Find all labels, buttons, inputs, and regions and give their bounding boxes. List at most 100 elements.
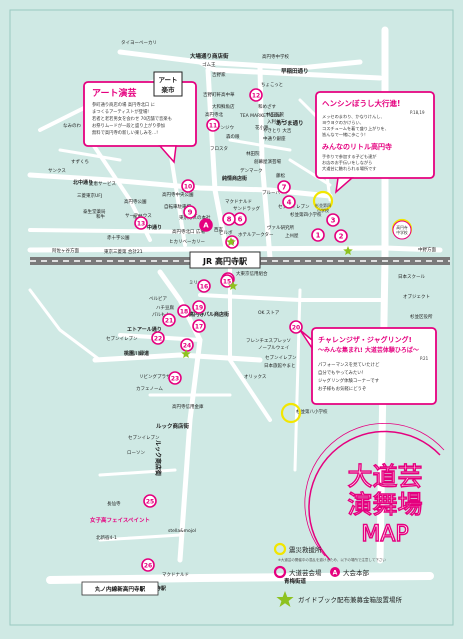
place-label: 阿佐ヶ谷方面 (52, 247, 79, 254)
venue-number: 8 (227, 216, 232, 224)
guide-star-icon (181, 349, 191, 358)
place-label: 和めざす (258, 103, 276, 110)
place-label: すずくち (71, 158, 89, 165)
legend-guide-label: ガイドブック配布兼募金箱設置場所 (298, 595, 403, 604)
venue-marker[interactable]: 3 (326, 213, 340, 227)
place-label: 高円寺中学校 (262, 53, 289, 60)
place-label: ノーブルウェイ (258, 344, 289, 351)
school-badge-north: 杉並第四 小学校 (315, 202, 331, 213)
venue-circle (289, 320, 303, 334)
venue-marker[interactable]: 7 (277, 180, 291, 194)
place-label: ホテルアークター (238, 231, 274, 238)
venue-number: 1 (316, 232, 321, 240)
place-label: 日本旅館やまと (264, 362, 296, 369)
venue-marker[interactable]: 24 (180, 338, 194, 352)
legend-hq-label: 大会本部 (343, 568, 370, 577)
place-label: デンマーク (240, 167, 263, 174)
venue-number: 19 (195, 305, 203, 312)
svg-text:杉並第四: 杉並第四 (315, 202, 331, 208)
venue-number: 26 (144, 563, 152, 570)
place-label: サーフハウス (125, 212, 152, 219)
venue-marker[interactable]: 2 (334, 229, 348, 243)
place-label: なみのわ (63, 122, 81, 129)
place-label: ルック商店街 (156, 422, 190, 430)
legend-hq-symbol: A (333, 570, 338, 577)
svg-text:手作りで参加する子ども達が: 手作りで参加する子ども達が (322, 153, 377, 160)
venue-marker[interactable]: 9 (183, 205, 197, 219)
place-label: 大場通り商店街 (190, 52, 229, 60)
place-label: 杉並第八小学校 (296, 408, 328, 415)
venue-circle (151, 331, 165, 345)
venue-marker[interactable]: 22 (151, 331, 165, 345)
venue-marker[interactable]: 19 (192, 300, 206, 314)
venue-marker[interactable]: 8 (222, 212, 236, 226)
venue-marker[interactable]: 26 (141, 558, 155, 572)
svg-text:チャレンジザ・ジャグリング!: チャレンジザ・ジャグリング! (318, 335, 412, 344)
venue-number: 15 (223, 279, 231, 286)
svg-text:ヨウヨクのかけらい、: ヨウヨクのかけらい、 (322, 119, 364, 126)
legend-venue-icon (273, 565, 287, 579)
place-label: ビルボ (219, 229, 233, 236)
place-label: エトアール通り (127, 326, 162, 333)
venue-marker[interactable]: 21 (162, 313, 176, 327)
svg-text:MAP: MAP (361, 522, 408, 547)
venue-number: 25 (146, 499, 154, 506)
place-label: 三菱東京UFJ (77, 192, 102, 199)
venue-marker[interactable]: 20 (289, 320, 303, 334)
svg-text:JR 高円寺駅: JR 高円寺駅 (202, 256, 248, 266)
venue-marker[interactable]: 13 (134, 216, 148, 230)
hensin-info-box: ヘンシンぼうし大行進! P.18,19 メッセのまわり、かなりけんし、 ヨウヨク… (315, 91, 435, 194)
juggling-info-box: チャレンジザ・ジャグリング! 〜みんな集まれ! 大道芸体験ひろば〜 P.21 パ… (299, 327, 437, 405)
venue-marker[interactable]: 23 (168, 371, 182, 385)
venue-marker[interactable]: 16 (197, 279, 211, 293)
place-label: 創幕屋演芸場 (254, 158, 281, 165)
venue-marker[interactable]: 6 (233, 212, 247, 226)
svg-text:演舞場: 演舞場 (347, 490, 422, 519)
venue-number: 9 (188, 209, 193, 217)
venue-number: 3 (331, 217, 336, 225)
venue-circle (181, 179, 195, 193)
shelter-marker (312, 190, 334, 212)
venue-marker[interactable]: 12 (249, 88, 263, 102)
venue-circle (326, 213, 340, 227)
venue-number: 21 (165, 318, 173, 325)
venue-marker[interactable]: 1 (311, 228, 325, 242)
place-label: ヒカリベーカリー (169, 239, 205, 245)
svg-text:アート: アート (158, 76, 177, 84)
guide-star-icon (343, 246, 353, 255)
venue-number: 6 (238, 216, 243, 224)
place-label: 上州屋 (285, 232, 299, 239)
place-label: 高円寺中央公園 (162, 191, 194, 198)
venue-marker[interactable]: 11 (206, 118, 220, 132)
legend-shelter-icon (273, 542, 287, 556)
place-label: あづま通り (276, 119, 304, 127)
venue-marker[interactable]: A (199, 218, 213, 232)
place-label: ゴム王 (202, 61, 216, 68)
svg-text:参町通り商店の場 高円寺北口 に: 参町通り商店の場 高円寺北口 に (92, 101, 155, 108)
place-label: 和牛 (96, 213, 105, 220)
place-label: 高円寺北 (205, 111, 223, 118)
venue-circle (168, 371, 182, 385)
school-badge-east: 高円寺 中学校 (392, 220, 412, 240)
svg-text:メッセのまわり、かなりけんし、: メッセのまわり、かなりけんし、 (322, 113, 385, 120)
venue-marker[interactable]: 25 (143, 494, 157, 508)
venue-marker[interactable]: 18 (177, 304, 191, 318)
venue-marker[interactable]: 17 (192, 319, 206, 333)
place-label: 青梅街道 (284, 577, 307, 585)
place-label: 吉野家 (212, 71, 226, 78)
venue-circle (206, 118, 220, 132)
place-label: 中通り銀座 (263, 135, 286, 142)
venue-number: 10 (184, 184, 192, 191)
place-label: 花小路 (255, 124, 269, 131)
legend: 震災救援所 ※大道芸の開催中の混乱を避けるため、以下の場所で注意して下さい 大道… (273, 542, 386, 579)
place-label: マクドナルド (162, 572, 189, 578)
venue-number: 7 (282, 184, 287, 192)
venue-marker[interactable]: 10 (181, 179, 195, 193)
place-label: 吉野町軒高中華 (203, 91, 235, 98)
venue-circle (249, 88, 263, 102)
marunouchi-station-label: 丸ノ内線新高円寺駅 (81, 581, 159, 596)
svg-text:大道芸: 大道芸 (347, 462, 422, 491)
venue-circle (141, 558, 155, 572)
place-label: セブンイレブン (265, 354, 297, 361)
venue-marker[interactable]: 4 (282, 195, 296, 209)
